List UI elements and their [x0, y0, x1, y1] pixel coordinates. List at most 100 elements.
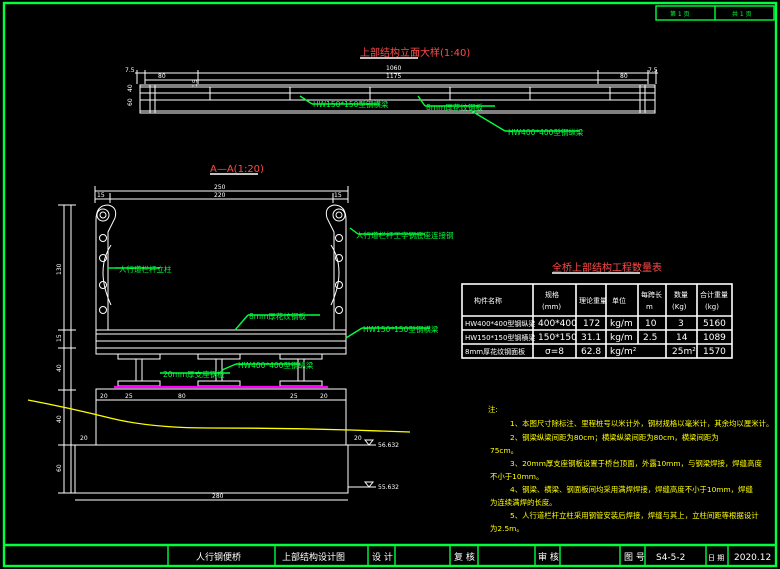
sec-label-hw400: HW400*400型钢纵梁	[238, 360, 314, 370]
th-span: 每跨长	[641, 290, 662, 299]
r1-span: 10	[645, 319, 657, 329]
sec-bot-20b: 20	[320, 393, 328, 400]
r2-weight: 31.1	[581, 333, 601, 343]
sec-small-20-left: 20	[80, 435, 88, 442]
r1-unit: kg/m	[610, 319, 633, 329]
th-spec-unit: (mm)	[542, 303, 561, 311]
sec-label-hw150: HW150*150型钢横梁	[363, 324, 439, 334]
sec-dim-220: 220	[214, 192, 226, 199]
note-line-5: 不小于10mm。	[490, 472, 543, 481]
tb-date: 2020.12	[734, 553, 771, 563]
tb-drawing-no: S4-5-2	[656, 553, 685, 563]
r3-unit: kg/m²	[610, 347, 637, 357]
sec-bot-80: 80	[178, 393, 186, 400]
elev-dim-vertical-40: 40	[127, 84, 134, 92]
elev-dim-vertical-60: 60	[127, 98, 134, 106]
tb-drawing-name: 上部结构设计图	[282, 551, 345, 563]
elev-dim-1175: 1175	[386, 73, 401, 80]
note-line-8: 5、人行道栏杆立柱采用钢管安装后焊接，焊缝与其上，立柱间距等根据设计	[510, 511, 759, 520]
sec-dim-280: 280	[212, 493, 224, 500]
sec-dim-15-left: 15	[97, 192, 105, 199]
elev-dim-80-left: 80	[158, 73, 166, 80]
r1-qty: 3	[678, 319, 684, 329]
tb-project: 人行钢便桥	[196, 551, 241, 563]
elev-label-plate8: 8mm厚花纹钢板	[426, 102, 483, 112]
notes: 注: 1、本图尺寸除标注、里程桩号以米计外，钢材规格以毫米计，其余均以厘米计。 …	[488, 405, 773, 533]
r3-qty: 25m²	[672, 347, 696, 357]
sheet-total-label: 共 1 页	[732, 10, 752, 18]
sec-dim-60: 60	[56, 464, 63, 472]
sec-bot-20a: 20	[100, 393, 108, 400]
tb-date-label: 日 期	[708, 554, 724, 562]
note-line-9: 为2.5m。	[490, 524, 524, 533]
r1-name: HW400*400型钢纵梁	[465, 319, 535, 328]
elev-label-hw400: HW400*400型钢纵梁	[508, 127, 584, 137]
elevation-detail: 上部结构立面大样(1:40) 7.5 80 1060 1175 80 7.5 1…	[125, 46, 658, 137]
ground-line	[27, 399, 411, 433]
elev-dim-left-75: 7.5	[125, 67, 135, 74]
abutment-base	[74, 444, 349, 494]
elevation-title: 上部结构立面大样(1:40)	[360, 46, 470, 59]
note-line-1: 1、本图尺寸除标注、里程桩号以米计外，钢材规格以毫米计，其余均以厘米计。	[510, 419, 773, 428]
r3-total: 1570	[703, 347, 726, 357]
th-total: 合计重量	[700, 290, 728, 299]
section-aa: A—A(1:20) 250 220 15 15 130 15 40 40 60	[27, 164, 454, 501]
r2-unit: kg/m	[610, 333, 633, 343]
th-theory: 理论重量	[579, 296, 607, 305]
r3-weight: 62.8	[581, 347, 601, 357]
right-handrail-post	[325, 204, 347, 330]
left-handrail-post	[95, 204, 117, 330]
quantity-table: 全桥上部结构工程数量表 构件名称 规格 (mm) 理论重量 单位 每跨长 m 数…	[461, 261, 733, 359]
th-qty-unit: (Kg)	[672, 303, 687, 311]
r1-weight: 172	[583, 319, 600, 329]
th-spec: 规格	[545, 290, 559, 299]
note-line-7: 为连续满焊的长度。	[490, 498, 557, 507]
r2-qty: 14	[676, 333, 688, 343]
elev-label-hw150: HW150*150型钢横梁	[313, 99, 389, 109]
r3-spec: σ=8	[545, 347, 564, 357]
sec-dim-15v: 15	[56, 334, 63, 342]
r1-spec: 400*400	[538, 319, 577, 329]
elev-dim-80-right: 80	[620, 73, 628, 80]
tb-drawing-no-label: 图 号	[624, 552, 645, 563]
sec-label-handrail-tie: 人行道栏杆工字钢底座连接钢	[356, 230, 454, 240]
sec-label-plate8: 8mm厚花纹钢板	[249, 311, 306, 321]
th-total-unit: (kg)	[705, 303, 719, 311]
elev-dim-right-75: 7.5	[648, 67, 658, 74]
th-name: 构件名称	[474, 296, 502, 305]
elev-mark-lower: 55.632	[378, 484, 399, 491]
abutment-upper	[95, 388, 347, 446]
sec-bot-25a: 25	[125, 393, 133, 400]
title-block: 人行钢便桥 上部结构设计图 设 计 复 核 审 核 图 号 S4-5-2 日 期…	[4, 543, 776, 566]
r3-name: 8mm厚花纹钢面板	[465, 347, 525, 356]
elev-dim-1060: 1060	[386, 65, 401, 72]
table-title: 全桥上部结构工程数量表	[552, 261, 662, 274]
sheet-corner-box: 第 1 页 共 1 页	[655, 5, 775, 21]
th-unit: 单位	[612, 296, 626, 305]
sec-dim-130: 130	[56, 263, 63, 275]
notes-title: 注:	[488, 405, 498, 414]
sec-label-post: 人行道栏杆立柱	[119, 264, 172, 274]
r2-name: HW150*150型钢横梁	[465, 333, 535, 342]
elev-dim-left-15: 15	[192, 79, 199, 87]
sec-dim-40a: 40	[56, 364, 63, 372]
tb-check: 复 核	[454, 551, 475, 563]
elev-mark-upper: 56.632	[378, 442, 399, 449]
sheet-page-label: 第 1 页	[670, 10, 690, 18]
r2-spec: 150*150	[538, 333, 577, 343]
sec-dim-250: 250	[214, 184, 226, 191]
sec-small-20-right: 20	[354, 435, 362, 442]
sec-label-plate20: 20mm厚支座钢板	[163, 369, 225, 379]
tb-design: 设 计	[372, 551, 393, 563]
tb-review: 审 核	[538, 551, 559, 563]
note-line-2: 2、钢梁纵梁间距为80cm；横梁纵梁间距为80cm，横梁间距为	[510, 433, 719, 442]
sec-dim-40b: 40	[56, 415, 63, 423]
r2-total: 1089	[703, 333, 726, 343]
note-line-6: 4、钢梁、横梁、钢面板间均采用满焊焊接，焊缝高度不小于10mm，焊缝	[510, 485, 753, 494]
note-line-4: 3、20mm厚支座钢板设置于桥台顶面，外露10mm，与钢梁焊接，焊缝高度	[510, 459, 762, 468]
r2-span: 2.5	[643, 333, 657, 343]
sec-dim-15-right: 15	[334, 192, 342, 199]
note-line-3: 75cm。	[490, 446, 518, 455]
